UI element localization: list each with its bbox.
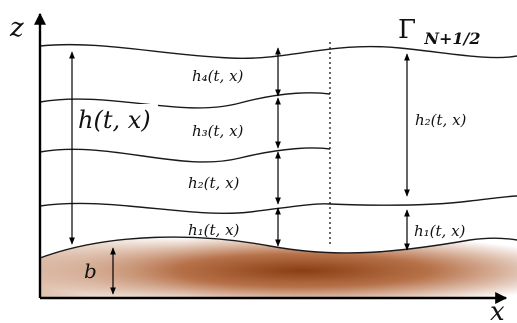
interface-1 (39, 202, 331, 215)
h2-left-label: h₂(t, x) (188, 174, 240, 192)
interface-2 (39, 147, 331, 163)
h1-left-label: h₁(t, x) (188, 221, 240, 239)
h-total-label-bg (76, 104, 158, 134)
gamma-subscript: N+1/2 (423, 29, 480, 48)
b-label: b (84, 259, 97, 283)
gamma-label: Γ N+1/2 (398, 15, 480, 48)
h2-right-label: h₂(t, x) (415, 111, 467, 129)
interface-right (329, 195, 517, 206)
free-surface (39, 43, 517, 60)
z-axis-label: z (9, 13, 24, 43)
h4-label: h₄(t, x) (192, 67, 244, 85)
bottom-curve (39, 236, 517, 259)
h-total-label: h(t, x) (78, 106, 151, 134)
gamma-symbol: Γ (398, 15, 416, 45)
interface-3 (39, 92, 331, 109)
h3-label: h₃(t, x) (192, 122, 244, 140)
x-axis-label: x (490, 297, 505, 323)
bottom-sediment-fade (40, 237, 517, 298)
h1-right-label: h₁(t, x) (414, 222, 466, 240)
